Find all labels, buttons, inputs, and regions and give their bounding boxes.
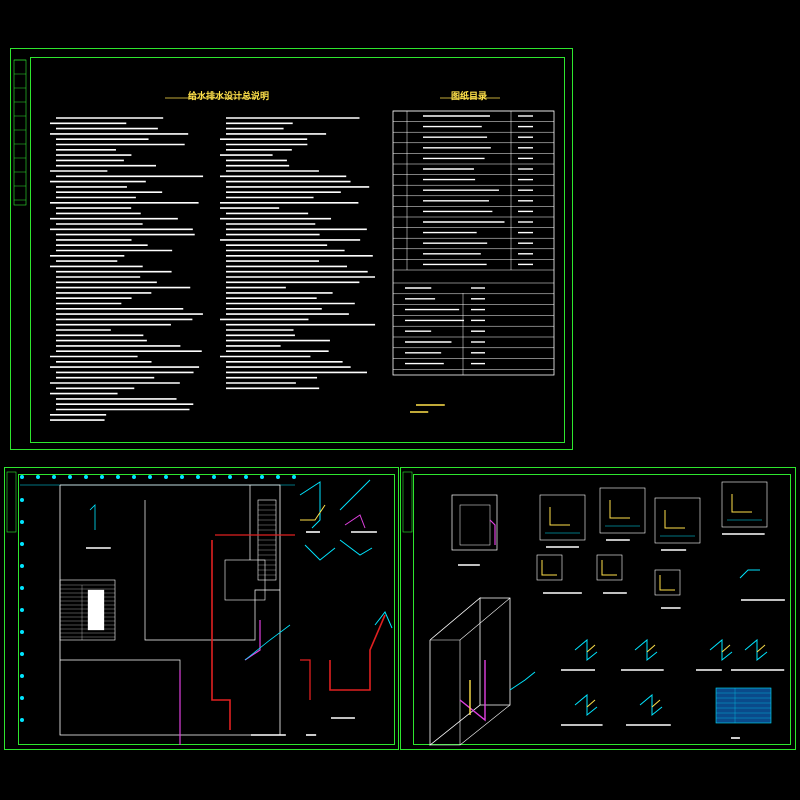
equipment-table <box>59 579 116 641</box>
bottom-left-drawing-sheet <box>4 467 399 750</box>
axis-bubble <box>132 475 136 479</box>
isometric-pipe <box>344 514 366 529</box>
supply-pipe <box>211 540 231 730</box>
tank-isometric <box>459 704 511 746</box>
tank-isometric <box>430 597 511 641</box>
tank-pipe <box>459 660 486 722</box>
title-block-strip <box>13 59 27 206</box>
isometric-pipe <box>744 638 768 662</box>
detail-pipe <box>541 560 557 576</box>
axis-bubble <box>20 520 24 524</box>
isometric-pipe <box>756 644 766 653</box>
detail-pipe <box>601 560 617 576</box>
detail-pipe <box>489 519 496 545</box>
axis-bubble <box>20 674 24 678</box>
axis-bubble <box>196 475 200 479</box>
isometric-pipe <box>586 699 596 708</box>
bottom-left-drawing-frame <box>18 474 395 745</box>
isometric-pipe <box>639 693 663 717</box>
isometric-pipe <box>339 539 373 556</box>
pipe-line <box>244 624 291 661</box>
detail-pipe <box>659 575 675 591</box>
axis-bubble <box>20 630 24 634</box>
axis-bubble <box>36 475 40 479</box>
supply-pipe <box>300 659 311 700</box>
room-detail-plan <box>451 494 498 551</box>
detail-pipe <box>731 494 752 513</box>
axis-bubble <box>20 718 24 722</box>
tank-isometric <box>480 597 511 706</box>
detail-pipe <box>664 510 685 529</box>
top-drawing-frame <box>30 57 565 443</box>
top-drawing-sheet <box>10 48 573 450</box>
isometric-pipe <box>651 699 661 708</box>
isometric-pipe <box>646 644 656 653</box>
isometric-pipe <box>739 569 760 579</box>
axis-bubble <box>20 475 24 479</box>
axis-bubble <box>84 475 88 479</box>
isometric-pipe <box>339 479 371 511</box>
fixture-detail <box>539 494 586 541</box>
fixture-detail <box>599 487 646 534</box>
isometric-pipe <box>574 693 598 717</box>
fixture-detail <box>596 554 623 581</box>
axis-bubble <box>180 475 184 479</box>
isometric-pipe <box>374 611 393 629</box>
detail-pipe <box>549 507 570 526</box>
axis-bubble <box>148 475 152 479</box>
axis-bubble <box>116 475 120 479</box>
isometric-pipe <box>634 638 658 662</box>
axis-bubble <box>292 475 296 479</box>
tank-pipe <box>509 671 536 691</box>
fixture-detail <box>654 497 701 544</box>
bottom-right-drawing-sheet <box>400 467 796 750</box>
equipment-table-block <box>87 589 105 631</box>
drain-pipe <box>244 620 261 661</box>
axis-bubble <box>20 542 24 546</box>
room-outline <box>224 559 266 601</box>
fixture-detail <box>536 554 563 581</box>
fixture-detail <box>721 481 768 528</box>
axis-bubble <box>68 475 72 479</box>
axis-bubble <box>52 475 56 479</box>
supply-pipe <box>329 614 386 691</box>
isometric-pipe <box>709 638 733 662</box>
axis-bubble <box>244 475 248 479</box>
isometric-pipe <box>299 481 321 529</box>
legend-table <box>715 687 772 724</box>
axis-bubble <box>20 498 24 502</box>
axis-bubble <box>20 564 24 568</box>
axis-bubble <box>20 586 24 590</box>
riser-symbol <box>89 504 96 530</box>
interior-wall <box>144 500 280 641</box>
design-notes-title: 给水排水设计总说明 <box>188 92 270 102</box>
isometric-pipe <box>300 504 326 521</box>
axis-bubble <box>260 475 264 479</box>
bottom-right-drawing-frame <box>413 474 791 745</box>
isometric-pipe <box>586 644 596 653</box>
axis-bubble <box>100 475 104 479</box>
isometric-pipe <box>574 638 598 662</box>
title-block-strip <box>6 471 17 533</box>
axis-bubble <box>20 696 24 700</box>
title-block-strip <box>402 471 413 533</box>
tank-isometric <box>429 597 481 746</box>
axis-bubble <box>20 608 24 612</box>
axis-bubble <box>164 475 168 479</box>
axis-bubble <box>20 652 24 656</box>
room-detail-inner <box>459 504 491 546</box>
detail-pipe <box>609 500 630 519</box>
isometric-pipe <box>304 544 336 561</box>
drawing-list-title: 图纸目录 <box>451 92 488 102</box>
fixture-detail <box>654 569 681 596</box>
interior-wall <box>60 659 181 735</box>
isometric-pipe <box>721 644 731 653</box>
axis-bubble <box>276 475 280 479</box>
axis-bubble <box>212 475 216 479</box>
tank-isometric <box>430 640 461 746</box>
axis-bubble <box>228 475 232 479</box>
